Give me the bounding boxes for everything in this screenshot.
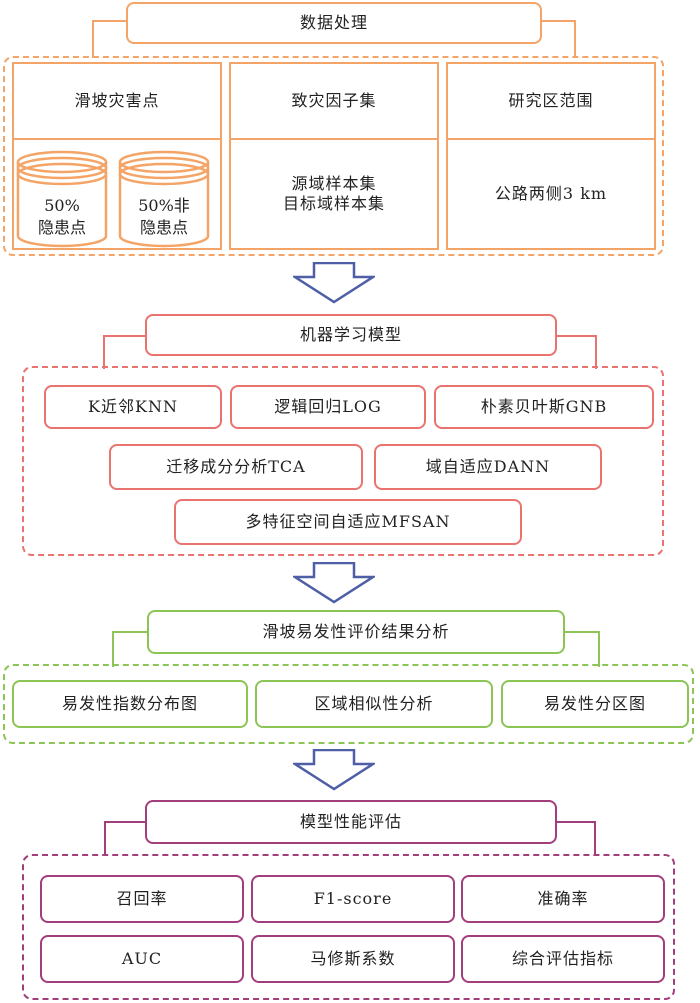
- metric-accuracy: 准确率: [461, 875, 665, 923]
- model-tca: 迁移成分分析TCA: [109, 444, 363, 490]
- model-log: 逻辑回归LOG: [230, 385, 426, 429]
- section1-title: 数据处理: [126, 2, 542, 44]
- section1-container: [3, 56, 664, 256]
- model-dann: 域自适应DANN: [374, 444, 602, 490]
- db-label-nonhazard: 50%非 隐患点: [138, 196, 190, 237]
- database-icon-nonhazard-points: [118, 150, 210, 248]
- result-zoning-map: 易发性分区图: [501, 680, 689, 728]
- section2-container: [22, 366, 664, 556]
- metric-mcc: 马修斯系数: [251, 935, 455, 983]
- down-arrow-icon-3: [293, 749, 375, 791]
- down-arrow-icon-1: [293, 262, 375, 304]
- section2-title: 机器学习模型: [145, 314, 557, 356]
- section1-col2-body: 源域样本集 目标域样本集: [229, 138, 439, 250]
- metric-auc: AUC: [40, 935, 244, 983]
- db-label-hazard: 50% 隐患点: [37, 196, 86, 237]
- section1-col3-header: 研究区范围: [446, 62, 656, 140]
- metric-f1-score: F1-score: [251, 875, 455, 923]
- metric-recall: 召回率: [40, 875, 244, 923]
- section1-col1-header: 滑坡灾害点: [12, 62, 222, 140]
- metric-composite: 综合评估指标: [461, 935, 665, 983]
- section1-col2-header: 致灾因子集: [229, 62, 439, 140]
- section4-container: [22, 854, 675, 1000]
- section3-title: 滑坡易发性评价结果分析: [147, 610, 565, 654]
- section1-col3-body: 公路两侧3 km: [446, 138, 656, 250]
- section4-title: 模型性能评估: [145, 800, 557, 844]
- model-knn: K近邻KNN: [44, 385, 222, 429]
- section3-container: [3, 664, 694, 744]
- down-arrow-icon-2: [293, 562, 375, 604]
- model-gnb: 朴素贝叶斯GNB: [434, 385, 654, 429]
- result-index-map: 易发性指数分布图: [12, 680, 248, 728]
- model-mfsan: 多特征空间自适应MFSAN: [174, 499, 522, 545]
- result-region-similarity: 区域相似性分析: [255, 680, 493, 728]
- database-icon-hazard-points: [16, 150, 108, 248]
